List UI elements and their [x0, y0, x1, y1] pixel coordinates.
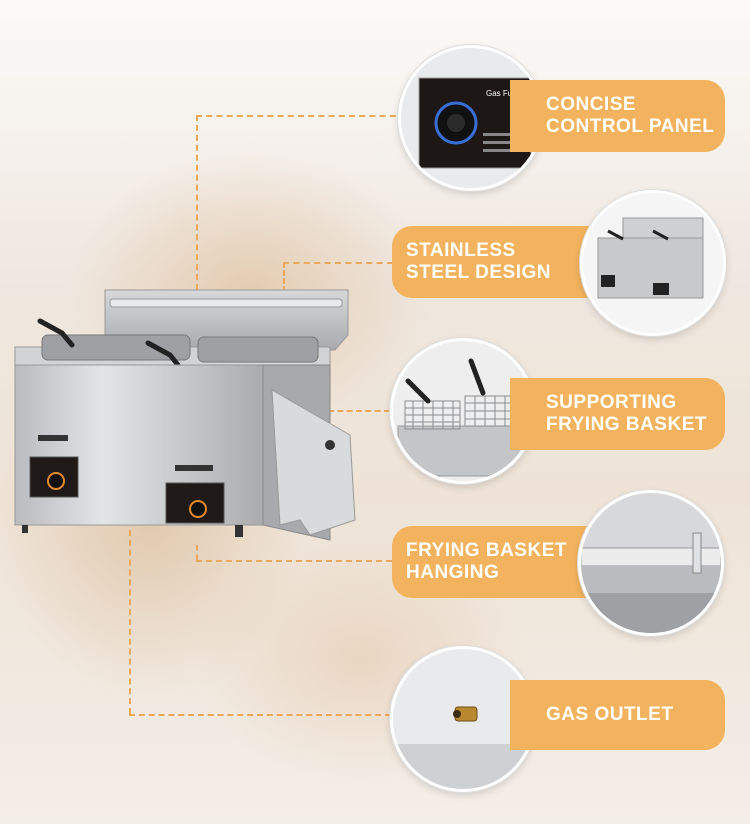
svg-text:Gas Furnace: Gas Furnace — [486, 89, 533, 98]
feature-label-line1: SUPPORTING — [546, 392, 677, 413]
feature-label-line2: HANGING — [406, 562, 500, 583]
connector-line-3 — [328, 410, 390, 412]
connector-line-5-vertical — [129, 530, 131, 714]
connector-line-1 — [196, 115, 406, 117]
double-tank-gas-fryer-image — [14, 289, 356, 541]
feature-label-line2: FRYING BASKET — [546, 414, 707, 435]
feature-label-gas-outlet: GAS OUTLET — [510, 680, 725, 750]
feature-label-line2: STEEL DESIGN — [406, 262, 552, 283]
feature-label-control-panel: CONCISE CONTROL PANEL — [510, 80, 725, 152]
connector-line-2-vertical — [283, 262, 285, 292]
feature-label-stainless-steel: STAINLESS STEEL DESIGN — [392, 226, 592, 298]
connector-line-2 — [283, 262, 393, 264]
feature-label-frying-basket: SUPPORTING FRYING BASKET — [510, 378, 725, 450]
feature-label-line2: CONTROL PANEL — [546, 116, 715, 137]
connector-line-4-vertical — [196, 545, 198, 560]
frying-basket-closeup-icon — [390, 338, 536, 484]
feature-label-basket-hanging: FRYING BASKET HANGING — [392, 526, 592, 598]
feature-label-line1: CONCISE — [546, 94, 637, 115]
feature-label-line1: STAINLESS — [406, 240, 516, 261]
basket-hanging-rail-closeup-icon — [578, 490, 724, 636]
connector-line-5 — [129, 714, 391, 716]
gas-outlet-closeup-icon — [390, 646, 536, 792]
fryer-overview-icon — [580, 190, 726, 336]
feature-label-line1: FRYING BASKET — [406, 540, 567, 561]
connector-line-1-vertical — [196, 115, 198, 290]
feature-label-line1: GAS OUTLET — [546, 704, 674, 725]
connector-line-4 — [196, 560, 392, 562]
